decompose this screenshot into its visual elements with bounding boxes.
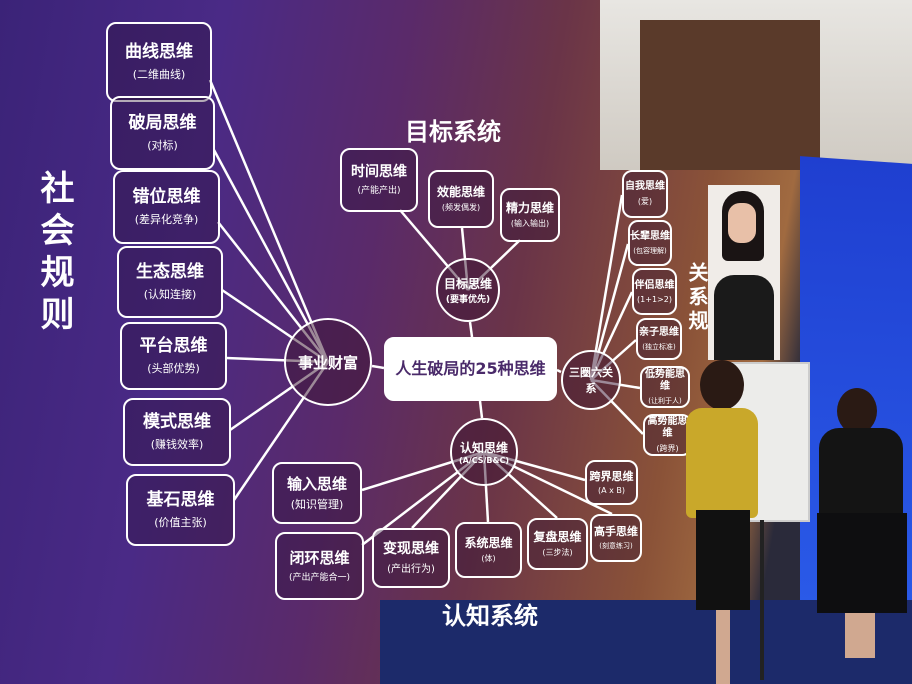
social-rules-title: 社会规则: [34, 170, 74, 338]
node-high-potential-thinking: 高势能思维(跨界): [643, 414, 692, 456]
node-offset-thinking: 错位思维(差异化竞争): [113, 170, 220, 244]
hub-cognition-thinking: 认知思维(A/CS/B&C): [450, 418, 518, 486]
node-breakthrough-thinking: 破局思维(对标): [110, 96, 215, 170]
flipchart-stand: [760, 520, 764, 680]
node-system-thinking: 系统思维(体): [455, 522, 522, 578]
node-closed-loop-thinking: 闭环思维(产出产能合一): [275, 532, 364, 600]
center-title: 人生破局的25种思维: [384, 337, 557, 401]
node-review-thinking: 复盘思维(三步法): [527, 518, 588, 570]
node-input-thinking: 输入思维(知识管理): [272, 462, 362, 524]
node-monetization-thinking: 变现思维(产出行为): [372, 528, 450, 588]
node-platform-thinking: 平台思维(头部优势): [120, 322, 227, 390]
node-self-thinking: 自我思维(爱): [622, 170, 668, 218]
relation-rules-title: 关系规: [685, 262, 709, 334]
hub-goal-thinking: 目标思维(要事优先): [436, 258, 500, 322]
node-cornerstone-thinking: 基石思维(价值主张): [126, 474, 235, 546]
career-lines: [208, 79, 385, 501]
presenter-yellow: [686, 360, 766, 684]
node-elder-thinking: 长辈思维(包容理解): [628, 220, 672, 266]
cognition-system-title: 认知系统: [442, 602, 538, 630]
node-time-thinking: 时间思维(产能产出): [340, 148, 418, 212]
node-model-thinking: 模式思维(赚钱效率): [123, 398, 231, 466]
node-partner-thinking: 伴侣思维(1+1>2): [632, 268, 677, 315]
node-ecosystem-thinking: 生态思维(认知连接): [117, 246, 223, 318]
node-curve-thinking: 曲线思维(二维曲线): [106, 22, 212, 102]
stage-floor: [380, 600, 912, 684]
wall-panel: [640, 20, 820, 170]
speaker-portrait: [708, 185, 780, 360]
node-low-potential-thinking: 低势能思维(让利于人): [640, 366, 690, 408]
node-energy-thinking: 精力思维(输入输出): [500, 188, 560, 242]
presenter-black: [815, 388, 907, 660]
node-parenting-thinking: 亲子思维(独立标准): [636, 318, 682, 360]
node-efficiency-thinking: 效能思维(频发偶发): [428, 170, 494, 228]
hub-career-wealth: 事业财富: [284, 318, 372, 406]
goal-system-title: 目标系统: [405, 118, 501, 146]
node-crossover-thinking: 跨界思维(A x B): [585, 460, 638, 505]
node-expert-thinking: 高手思维(刻意练习): [590, 514, 642, 562]
hub-three-circles-six-relations: 三圈六关系: [561, 350, 621, 410]
